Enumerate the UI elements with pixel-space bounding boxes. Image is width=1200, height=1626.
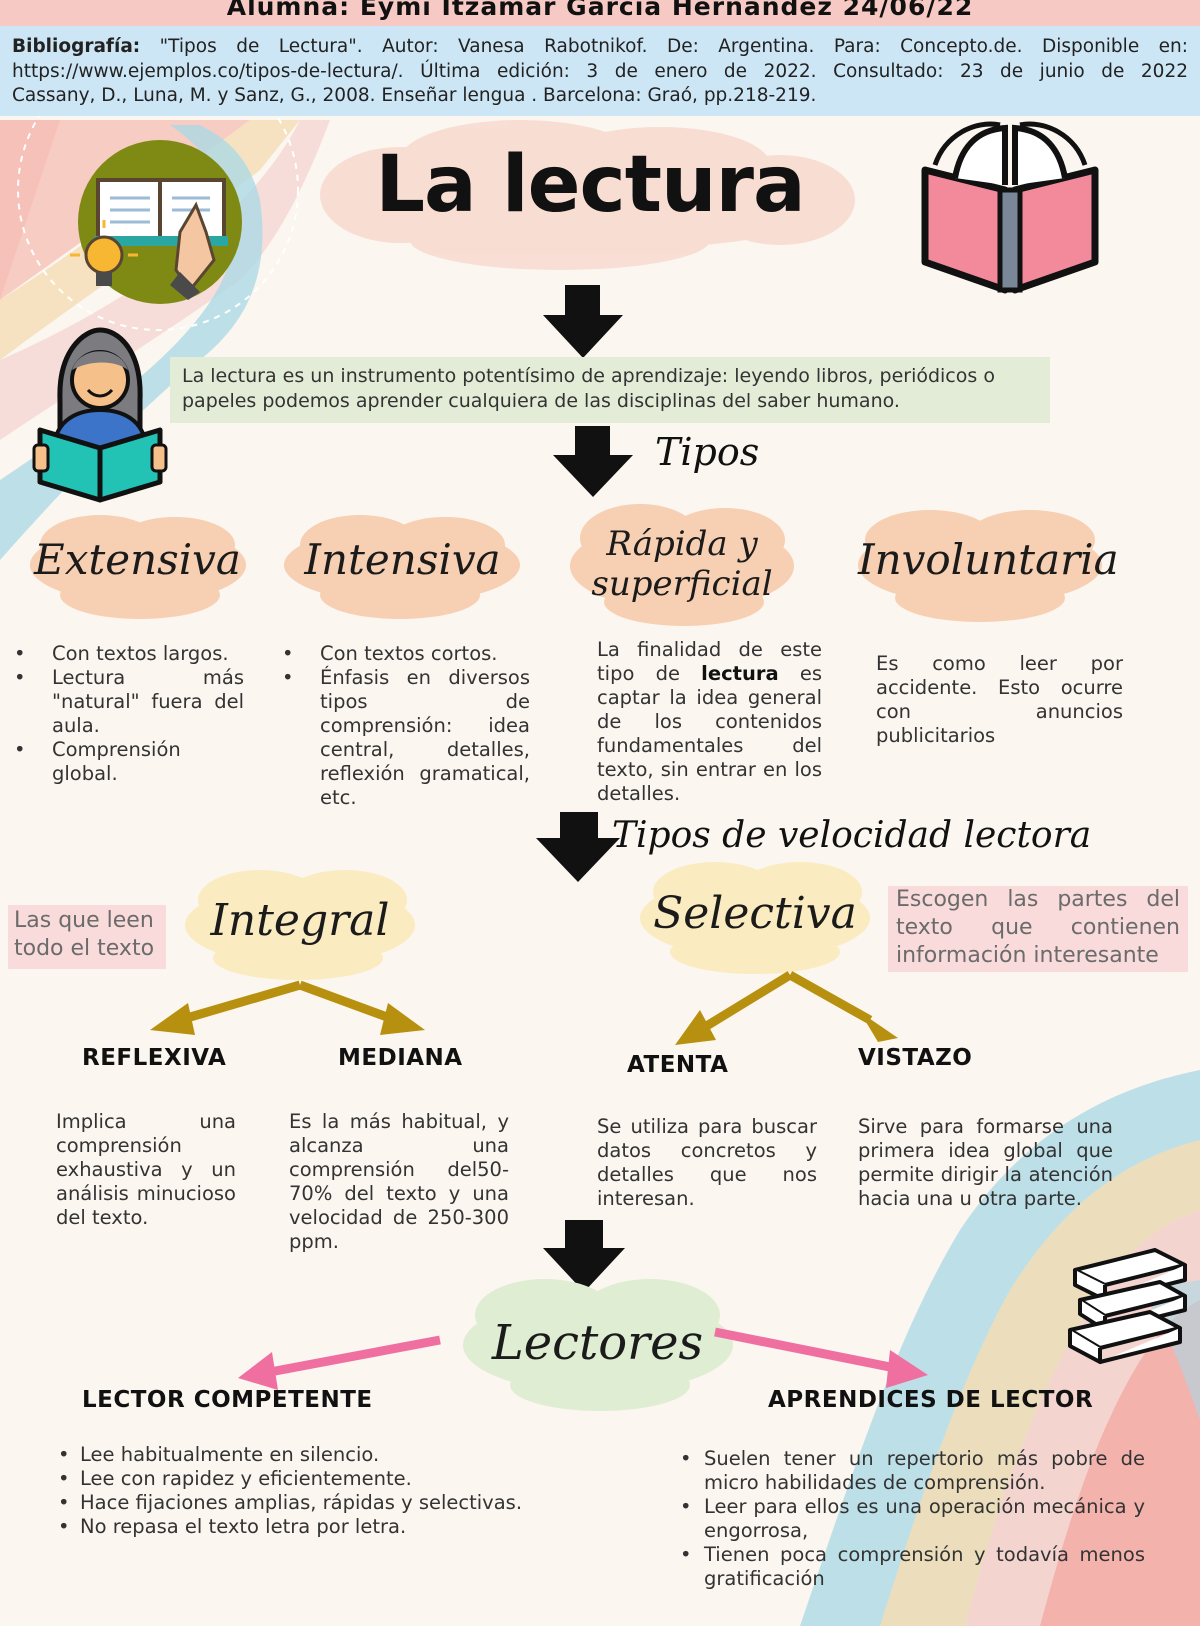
lector-competente-title: LECTOR COMPETENTE <box>82 1387 373 1413</box>
open-book-idea-icon <box>17 49 299 331</box>
list-item: Con textos cortos. <box>282 642 530 666</box>
integral-note: Las que leen todo el texto <box>8 905 166 969</box>
bibliography-line-3: Cassany, D., Luna, M. y Sanz, G., 2008. … <box>12 85 817 106</box>
pink-branch-arrows <box>238 1327 928 1390</box>
definition-box: La lectura es un instrumento potentísimo… <box>170 357 1050 423</box>
list-item: Leer para ellos es una operación mecánic… <box>680 1495 1145 1543</box>
cloud-lectores <box>463 1279 733 1411</box>
list-item: Comprensión global. <box>14 738 244 786</box>
reflexiva-title: REFLEXIVA <box>82 1045 227 1071</box>
type-rapida-title-line-2: superficial <box>591 564 773 604</box>
list-item: Énfasis en diversos tipos de comprensión… <box>282 666 530 810</box>
selectiva-note: Escogen las partes del texto que contien… <box>888 886 1188 972</box>
type-rapida-title-line-1: Rápida y <box>606 524 758 564</box>
cloud-involuntaria <box>858 510 1102 622</box>
gold-branch-arrows <box>150 971 898 1045</box>
cloud-selectiva <box>640 862 870 974</box>
type-involuntaria-title: Involuntaria <box>858 535 1119 584</box>
bibliography-line-1: "Tipos de Lectura". Autor: Vanesa Rabotn… <box>140 36 1188 57</box>
atenta-text: Se utiliza para buscar datos concretos y… <box>597 1115 817 1210</box>
list-item: No repasa el texto letra por letra. <box>58 1515 538 1539</box>
cloud-intensiva <box>284 515 520 619</box>
page-title: La lectura <box>375 140 805 230</box>
type-extensiva-title: Extensiva <box>34 535 241 584</box>
vistazo-text: Sirve para formarse una primera idea glo… <box>858 1115 1113 1210</box>
type-rapida-text-end: es captar la idea general de los conteni… <box>597 662 822 805</box>
stacked-books-icon <box>1068 1248 1187 1364</box>
mediana-text: Es la más habitual, y alcanza una compre… <box>289 1110 509 1253</box>
type-involuntaria-text: Es como leer por accidente. Esto ocurre … <box>876 652 1123 747</box>
list-item: Lee habitualmente en silencio. <box>58 1443 538 1467</box>
bibliography-line-2: https://www.ejemplos.co/tipos-de-lectura… <box>12 60 1188 82</box>
type-rapida-title: Rápida y superficial <box>572 524 792 604</box>
student-header: Alumna: Eymi Itzamar García Hernández 24… <box>0 0 1200 26</box>
cloud-extensiva <box>30 515 246 619</box>
type-rapida-text: La finalidad de este tipo de lectura es … <box>597 638 822 806</box>
type-rapida-text-bold: lectura <box>701 662 779 685</box>
list-item: Suelen tener un repertorio más pobre de … <box>680 1447 1145 1495</box>
lector-competente-list: Lee habitualmente en silencio. Lee con r… <box>58 1443 538 1539</box>
types-label: Tipos <box>655 430 760 474</box>
bibliography: Bibliografía: "Tipos de Lectura". Autor:… <box>0 26 1200 116</box>
vistazo-title: VISTAZO <box>858 1045 973 1071</box>
type-intensiva-list: Con textos cortos. Énfasis en diversos t… <box>282 642 530 810</box>
list-item: Hace fijaciones amplias, rápidas y selec… <box>58 1491 538 1515</box>
list-item: Tienen poca comprensión y todavía menos … <box>680 1543 1145 1591</box>
pink-book-icon <box>921 121 1099 294</box>
cloud-rapida <box>570 504 794 626</box>
readers-title: Lectores <box>491 1315 704 1371</box>
list-item: Lectura más "natural" fuera del aula. <box>14 666 244 738</box>
speed-integral-title: Integral <box>210 895 390 946</box>
mediana-title: MEDIANA <box>338 1045 463 1071</box>
flow-arrows <box>536 285 633 1292</box>
type-extensiva-list: Con textos largos. Lectura más "natural"… <box>14 642 244 786</box>
cloud-integral <box>185 870 415 980</box>
aprendices-list: Suelen tener un repertorio más pobre de … <box>680 1447 1145 1591</box>
reflexiva-text: Implica una comprensión exhaustiva y un … <box>56 1110 236 1229</box>
speed-selectiva-title: Selectiva <box>653 888 857 939</box>
aprendices-title: APRENDICES DE LECTOR <box>768 1387 1094 1413</box>
speed-types-label: Tipos de velocidad lectora <box>612 815 1092 856</box>
atenta-title: ATENTA <box>627 1052 729 1078</box>
list-item: Lee con rapidez y eficientemente. <box>58 1467 538 1491</box>
list-item: Con textos largos. <box>14 642 244 666</box>
student-name: Alumna: Eymi Itzamar García Hernández 24… <box>226 0 974 21</box>
type-rapida-text-start: La finalidad de este tipo de <box>597 638 822 685</box>
girl-reading-icon <box>32 327 168 503</box>
type-intensiva-title: Intensiva <box>304 535 501 584</box>
bibliography-label: Bibliografía: <box>12 36 141 57</box>
